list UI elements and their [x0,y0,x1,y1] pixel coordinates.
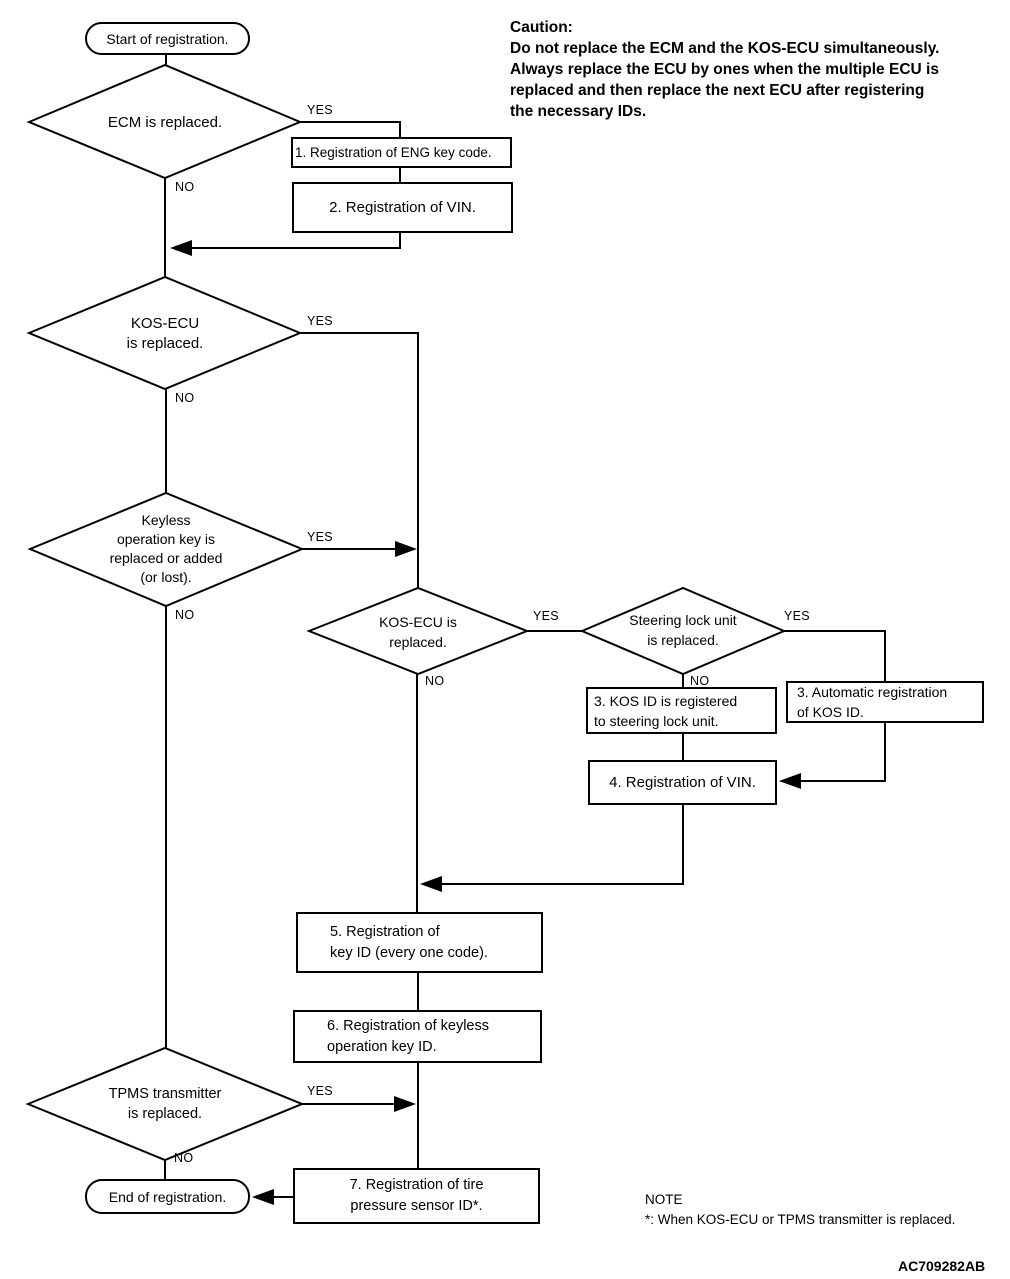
note-block: NOTE *: When KOS-ECU or TPMS transmitter… [645,1190,955,1230]
arrowhead-tpms-yes [394,1096,416,1112]
arrowhead-step4-return [420,876,442,892]
tpms-yes-label: YES [307,1084,333,1098]
ecm-no-label: NO [175,180,195,194]
connector-steering-yes [783,630,886,682]
figure-code: AC709282AB [898,1258,986,1274]
end-terminal: End of registration. [85,1179,250,1214]
step2-box: 2. Registration of VIN. [292,182,513,233]
start-terminal: Start of registration. [85,22,250,55]
ecm-yes-label: YES [307,103,333,117]
kos-ecu-1-yes-label: YES [307,314,333,328]
step4-box: 4. Registration of VIN. [588,760,777,805]
connector-step3yes-step4 [799,722,886,782]
start-terminal-label: Start of registration. [106,30,229,47]
end-terminal-label: End of registration. [108,1188,227,1205]
steering-lock-decision-text: Steering lock unit is replaced. [629,612,737,648]
kos-ecu-1-decision-shape [26,275,303,391]
arrowhead-step2-return [170,240,192,256]
ecm-decision-text: ECM is replaced. [107,114,223,131]
ecm-decision-shape [26,63,303,180]
connector-step4-return [440,805,684,885]
arrowhead-keyless-yes [395,541,417,557]
step5-box: 5. Registration of key ID (every one cod… [296,912,543,973]
kos-ecu-2-decision-text: KOS-ECU is replaced. [379,614,457,650]
tpms-decision-shape [25,1046,305,1162]
kos-ecu-1-no-label: NO [175,391,195,405]
connector-ecm-yes [300,121,401,138]
note-title: NOTE [645,1192,683,1207]
keyless-yes-label: YES [307,530,333,544]
steering-no-label: NO [690,674,710,688]
kos-ecu-2-yes-label: YES [533,609,559,623]
arrowhead-step3yes-step4 [779,773,801,789]
steering-yes-label: YES [784,609,810,623]
arrowhead-step7-end [252,1189,274,1205]
caution-body: Do not replace the ECM and the KOS-ECU s… [510,40,940,120]
step3-no-box: 3. KOS ID is registered to steering lock… [586,687,777,734]
caution-title: Caution: [510,19,573,36]
tpms-decision-text: TPMS transmitter is replaced. [108,1086,222,1122]
caution-block: Caution: Do not replace the ECM and the … [510,17,1004,122]
kos-ecu-2-no-label: NO [425,674,445,688]
keyless-key-decision-text: Keyless operation key is replaced or add… [109,512,223,585]
connector-kos1-yes [300,332,419,588]
tpms-no-label: NO [174,1151,194,1165]
step7-box: 7. Registration of tire pressure sensor … [293,1168,540,1224]
step6-box: 6. Registration of keyless operation key… [293,1010,542,1063]
kos-ecu-2-decision-shape [306,586,530,676]
step3-yes-box: 3. Automatic registration of KOS ID. [786,681,984,723]
note-body: *: When KOS-ECU or TPMS transmitter is r… [645,1212,956,1227]
kos-ecu-1-decision-text: KOS-ECU is replaced. [126,315,204,352]
keyless-no-label: NO [175,608,195,622]
keyless-key-decision-shape [27,491,305,608]
steering-lock-decision-shape [579,586,787,676]
connector-step2-return [190,232,401,249]
step1-box: 1. Registration of ENG key code. [291,137,512,168]
